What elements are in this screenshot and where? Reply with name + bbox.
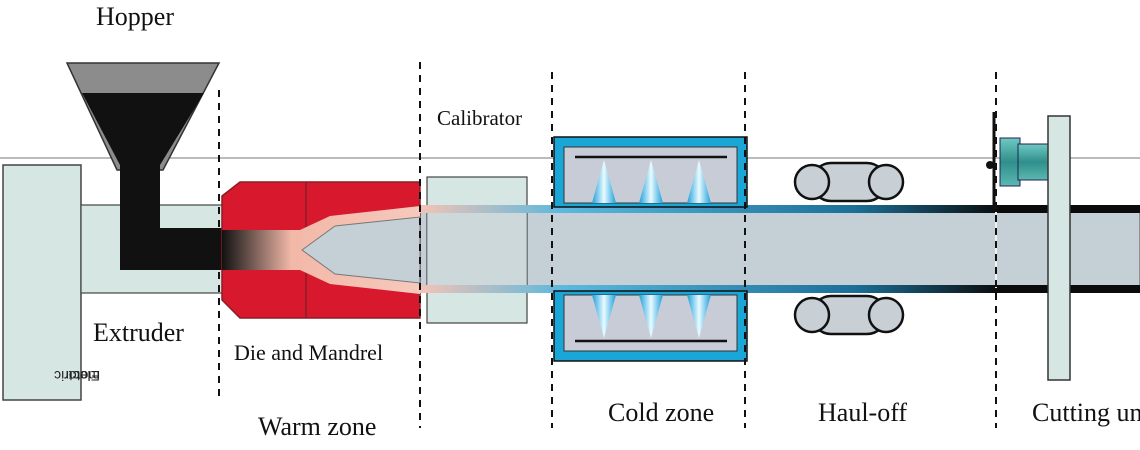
label-cutting-unit: Cutting unit (1032, 398, 1140, 427)
pipe-wall-top (420, 205, 1000, 213)
cutting-column (1047, 115, 1071, 381)
label-cold-zone: Cold zone (608, 398, 715, 427)
label-die-and-mandrel: Die and Mandrel (234, 340, 384, 365)
pipe-wall-bottom (420, 285, 1000, 293)
cutter-motor (999, 137, 1021, 187)
spray-5 (639, 295, 663, 338)
spray-6 (687, 295, 711, 338)
hopper-material (82, 93, 204, 165)
label-warm-zone: Warm zone (258, 412, 377, 441)
label-hopper: Hopper (96, 2, 174, 31)
label-electric-motor-line2: motor (64, 368, 100, 384)
spray-4 (592, 295, 616, 338)
label-extruder: Extruder (93, 318, 184, 347)
electric-motor (2, 164, 82, 401)
label-calibrator: Calibrator (435, 106, 525, 131)
spray-1 (592, 160, 616, 203)
zone-separators (218, 62, 997, 428)
label-haul-off: Haul-off (818, 398, 908, 427)
spray-3 (687, 160, 711, 203)
spray-2 (639, 160, 663, 203)
feed-channel (120, 165, 230, 270)
